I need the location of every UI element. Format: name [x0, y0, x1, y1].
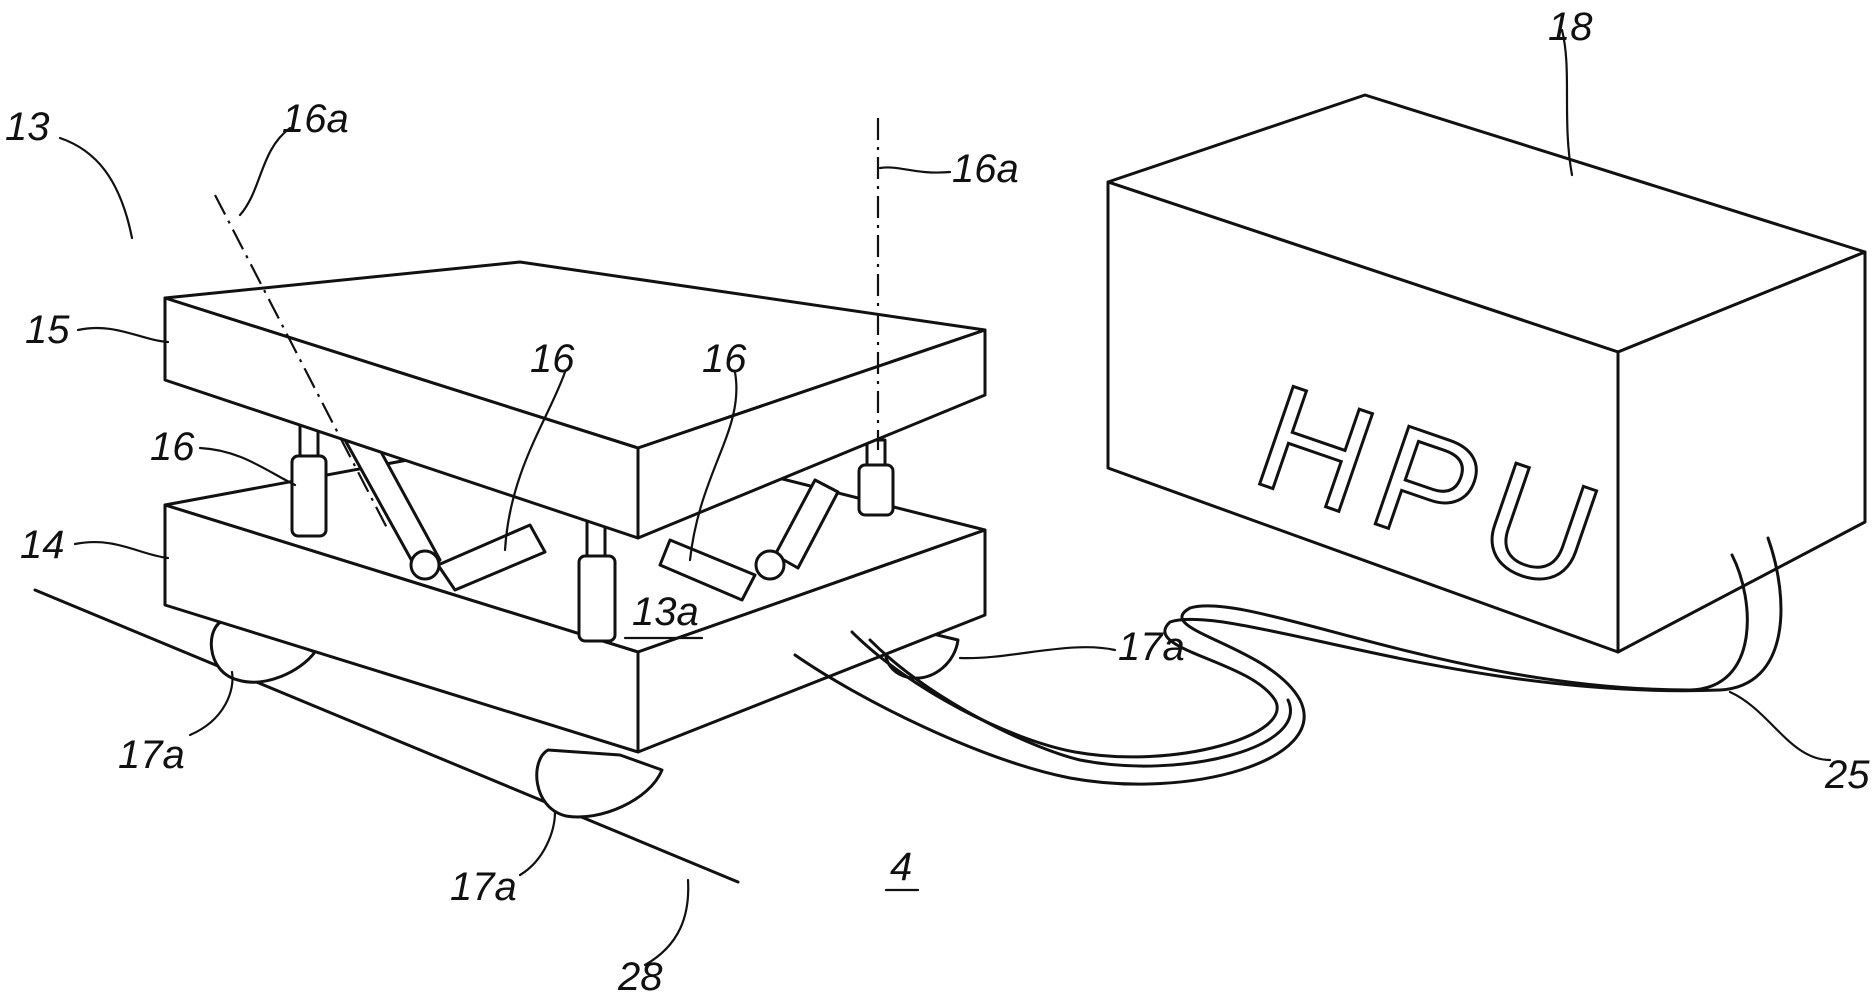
- label-16a-left: 16a: [282, 97, 349, 141]
- vertical-cylinders: [290, 408, 895, 643]
- label-17a-left: 17a: [118, 733, 185, 777]
- label-4: 4: [890, 845, 912, 889]
- actuator-b: [436, 523, 547, 592]
- leader-16a-left: [238, 126, 292, 217]
- axis-16a-left: [214, 194, 389, 531]
- leader-16-mid-b: [688, 370, 738, 562]
- actuator-d: [773, 478, 840, 570]
- rail-line: [33, 588, 740, 884]
- wheel-front: [535, 748, 664, 819]
- actuator-c: [658, 538, 757, 602]
- leader-16-left: [198, 446, 297, 487]
- leader-16-mid-a: [503, 370, 567, 552]
- leader-17a-front: [518, 810, 557, 877]
- label-16-mid-b: 16: [702, 337, 747, 381]
- label-17a-right: 17a: [1118, 625, 1185, 669]
- label-28: 28: [617, 955, 663, 999]
- label-16a-right: 16a: [952, 147, 1019, 191]
- leader-28: [643, 878, 690, 967]
- leader-17a-left: [188, 670, 234, 737]
- leader-17a-right: [958, 646, 1117, 660]
- pivot-2: [754, 549, 786, 581]
- hoses: [793, 536, 1783, 786]
- leader-14: [73, 540, 170, 560]
- label-14: 14: [20, 523, 65, 567]
- reference-labels: 13 16a 16a 15 14 16 16 16 13a 17a 17a 17…: [5, 5, 1870, 999]
- top-plate: [163, 260, 987, 540]
- leader-13: [58, 136, 134, 240]
- leader-16a-right: [878, 166, 952, 174]
- leader-25: [1728, 690, 1832, 762]
- hpu-unit: HPU: [1106, 93, 1867, 654]
- leader-18: [1560, 28, 1574, 177]
- wheel-back-left: [209, 618, 317, 684]
- bottom-plate-side: [636, 528, 987, 754]
- leader-lines: [58, 28, 1832, 967]
- hose-3: [868, 638, 1292, 768]
- label-13a: 13a: [632, 590, 699, 634]
- hose-2: [850, 536, 1783, 759]
- cylinder-right-body: [857, 463, 895, 517]
- cylinder-left-body: [290, 454, 328, 538]
- label-17a-front: 17a: [450, 865, 517, 909]
- label-15: 15: [25, 308, 70, 352]
- label-16-left: 16: [150, 425, 195, 469]
- label-25: 25: [1824, 753, 1870, 797]
- label-13: 13: [5, 105, 50, 149]
- wheels: [209, 618, 960, 819]
- pivot-1: [409, 549, 441, 581]
- leader-15: [76, 326, 170, 344]
- label-16-mid-a: 16: [530, 337, 575, 381]
- inclined-actuators: [343, 426, 840, 602]
- cylinder-mid-body: [577, 554, 617, 643]
- hpu-side: [1616, 250, 1867, 654]
- top-plate-side: [636, 328, 987, 540]
- label-18: 18: [1548, 5, 1593, 49]
